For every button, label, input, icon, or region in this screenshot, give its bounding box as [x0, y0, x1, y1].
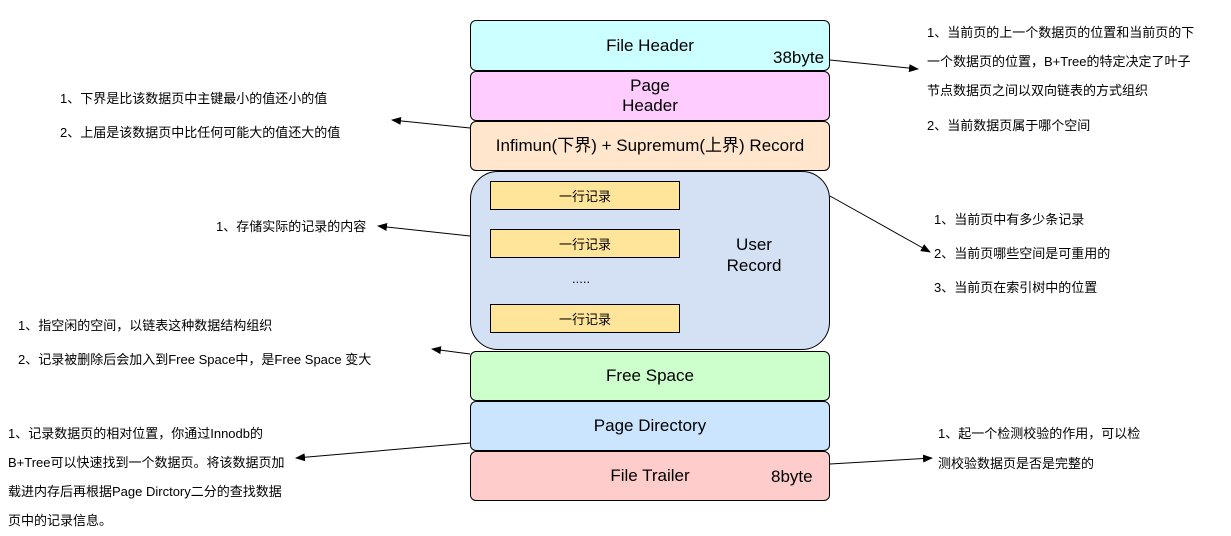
file-header-note-line: 1、当前页的上一个数据页的位置和当前页的下: [927, 25, 1195, 40]
record-row: 一行记录: [490, 304, 680, 333]
free-space-note-line: 2、记录被删除后会加入到Free Space中，是Free Space 变大: [18, 352, 372, 367]
arrow-infimum-note: [391, 116, 471, 129]
infimum-supremum-block: Infimun(下界) + Supremum(上界) Record: [470, 121, 830, 171]
page-directory-block: Page Directory: [470, 401, 830, 451]
file-header-note-line: 一个数据页的位置，B+Tree的特定决定了叶子: [927, 54, 1191, 69]
file-trailer-label: File Trailer: [610, 466, 690, 485]
page-directory-note-line: B+Tree可以快速找到一个数据页。将该数据页加: [8, 455, 285, 470]
arrow-user-record-note: [377, 222, 471, 237]
page-header-block: Page Header: [470, 71, 830, 121]
free-space-label: Free Space: [606, 366, 694, 385]
infimum-supremum-label: Infimun(下界) + Supremum(上界) Record: [495, 136, 805, 155]
record-ellipsis: .....: [572, 271, 591, 286]
file-trailer-block: File Trailer: [470, 451, 830, 501]
file-trailer-note-line: 1、起一个检测校验的作用，可以检: [938, 426, 1141, 441]
free-space-note-line: 1、指空闲的空间，以链表这种数据结构组织: [18, 318, 273, 333]
page-directory-note-line: 1、记录数据页的相对位置，你通过Innodb的: [8, 426, 263, 441]
arrow-file-header-note: [829, 59, 919, 73]
user-record-label-line1: User: [736, 235, 772, 254]
user-record-note: 1、存储实际的记录的内容: [216, 212, 366, 242]
page-header-note-line: 3、当前页在索引树中的位置: [934, 280, 1098, 295]
arrow-free-space-note: [431, 346, 471, 355]
page-header-label-line1: Page: [630, 76, 670, 95]
file-trailer-note-line: 测校验数据页是否是完整的: [938, 456, 1095, 471]
page-directory-note: 1、记录数据页的相对位置，你通过Innodb的 B+Tree可以快速找到一个数据…: [8, 419, 285, 535]
record-row: 一行记录: [490, 181, 680, 210]
record-row-label: 一行记录: [558, 189, 611, 204]
user-record-label-line2: Record: [726, 256, 782, 275]
page-header-note-line: 1、当前页中有多少条记录: [934, 212, 1085, 227]
user-record-label: User Record: [714, 234, 794, 276]
free-space-block: Free Space: [470, 351, 830, 401]
page-directory-note-line: 页中的记录信息。: [8, 513, 113, 528]
free-space-note: 1、指空闲的空间，以链表这种数据结构组织 2、记录被删除后会加入到Free Sp…: [18, 315, 371, 383]
arrow-page-header-note: [829, 195, 931, 253]
arrow-page-directory-note: [295, 442, 471, 462]
user-record-note-line: 1、存储实际的记录的内容: [216, 219, 367, 234]
file-trailer-size: 8byte: [771, 467, 813, 486]
page-directory-label: Page Directory: [593, 416, 707, 435]
record-row: 一行记录: [490, 229, 680, 258]
page-header-note-line: 2、当前页哪些空间是可重用的: [934, 246, 1111, 261]
infimum-note-line: 2、上届是该数据页中比任何可能大的值还大的值: [60, 125, 341, 140]
record-row-label: 一行记录: [558, 237, 611, 252]
file-header-block: File Header: [470, 20, 830, 71]
page-directory-note-line: 载进内存后再根据Page Dirctory二分的查找数据: [8, 484, 282, 499]
record-row-label: 一行记录: [558, 312, 611, 327]
page-header-note: 1、当前页中有多少条记录 2、当前页哪些空间是可重用的 3、当前页在索引树中的位…: [934, 203, 1110, 305]
infimum-note: 1、下界是比该数据页中主键最小的值还小的值 2、上届是该数据页中比任何可能大的值…: [60, 88, 340, 156]
file-header-note: 1、当前页的上一个数据页的位置和当前页的下 一个数据页的位置，B+Tree的特定…: [927, 18, 1194, 140]
file-trailer-note: 1、起一个检测校验的作用，可以检 测校验数据页是否是完整的: [938, 419, 1140, 479]
infimum-note-line: 1、下界是比该数据页中主键最小的值还小的值: [60, 91, 328, 106]
arrow-file-trailer-note: [829, 454, 933, 465]
file-header-note-line: 节点数据页之间以双向链表的方式组织: [927, 83, 1149, 98]
file-header-label: File Header: [606, 35, 694, 55]
page-header-label-line2: Header: [622, 96, 678, 115]
file-header-size: 38byte: [773, 48, 825, 67]
file-header-note-line: 2、当前数据页属于哪个空间: [927, 118, 1091, 133]
